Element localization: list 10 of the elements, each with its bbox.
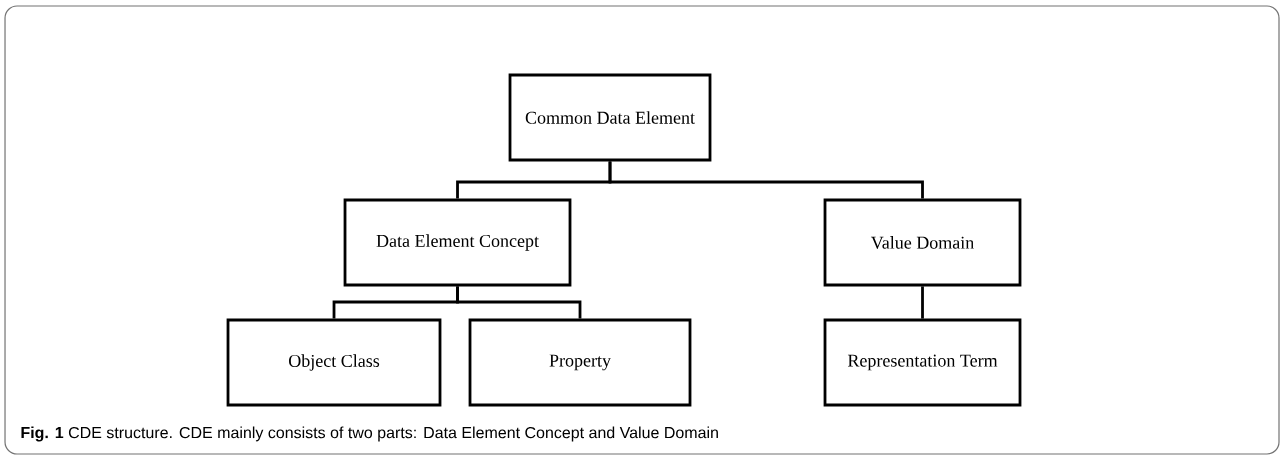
concept-box: Object Class: [226, 318, 442, 407]
concept-box: Value Domain: [823, 198, 1022, 287]
connector-line: [456, 286, 582, 319]
concept-box: Data Element Concept: [343, 198, 572, 287]
connector-line: [921, 286, 924, 319]
concept-box: Common Data Element: [508, 73, 712, 162]
concept-box: Representation Term: [823, 318, 1022, 407]
connector-line: [608, 161, 924, 199]
figure-caption: Fig. 1 CDE structure. CDE mainly consists of two parts: Data Element Concept and Value Domain: [21, 426, 718, 442]
concept-box: Property: [468, 318, 692, 407]
